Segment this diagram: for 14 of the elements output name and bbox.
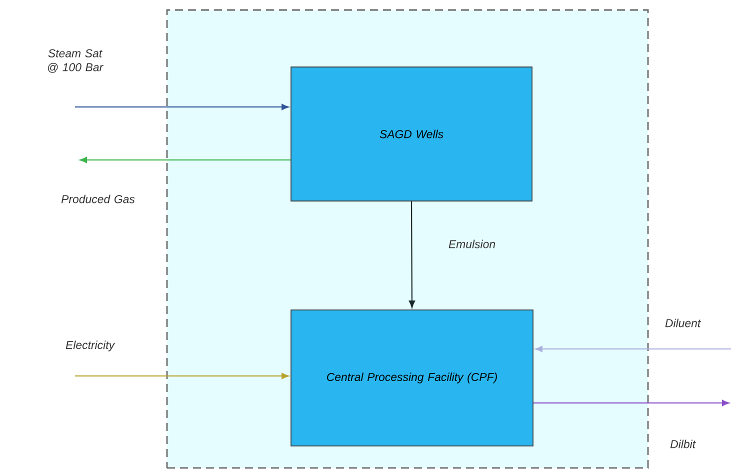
arrow	[408, 201, 416, 308]
edge-label: Emulsion	[448, 240, 496, 248]
edge-label: Dilbit	[670, 440, 696, 448]
process-box: Central Processing Facility (CPF)	[290, 310, 534, 446]
edge-label: Electricity	[66, 340, 116, 352]
arrow	[80, 156, 291, 164]
arrow	[533, 400, 730, 406]
edge-label: Produced Gas	[61, 194, 135, 204]
arrow	[75, 104, 289, 110]
arrow	[535, 346, 731, 352]
arrow	[75, 372, 289, 380]
process-box: SAGD Wells	[290, 66, 532, 202]
edge-label: Diluent	[665, 318, 702, 328]
edge-label: Steam Sat @ 100 Bar	[48, 49, 104, 73]
